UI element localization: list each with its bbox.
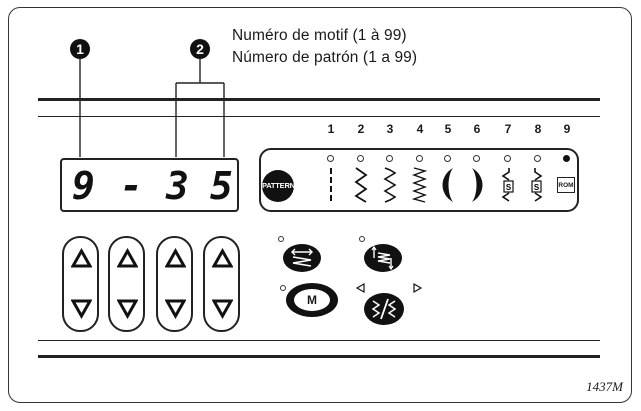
memory-button-label: M: [294, 289, 330, 311]
down-arrow-icon[interactable]: [212, 298, 233, 319]
memory-led: [280, 285, 286, 291]
multi-zigzag-icon: [411, 167, 428, 203]
pattern-led-2: [357, 155, 364, 162]
pattern-number-5: 5: [444, 122, 452, 136]
three-step-zigzag-icon: [383, 167, 397, 203]
bottom-thin-rule: [38, 340, 600, 341]
pattern-number-7: 7: [504, 122, 512, 136]
pattern-led-8: [534, 155, 541, 162]
pattern-led-1: [327, 155, 334, 162]
caption-french: Numéro de motif (1 à 99): [232, 27, 407, 44]
pattern-led-4: [416, 155, 423, 162]
pattern-led-5: [444, 155, 451, 162]
stretch-stitch-right-icon: S: [531, 168, 543, 202]
pattern-number-6: 6: [473, 122, 481, 136]
length-led: [359, 236, 365, 242]
display-digit-3: 5: [210, 164, 233, 208]
callout-1: 1: [70, 39, 90, 59]
figure-code: 1437M: [586, 379, 623, 394]
top-rule: [38, 98, 600, 101]
pattern-led-9: [563, 155, 570, 162]
stitch-width-button[interactable]: [283, 244, 321, 272]
diagram-frame: [8, 7, 632, 403]
display-separator: -: [120, 164, 143, 208]
pattern-number-3: 3: [386, 122, 394, 136]
digit-4-arrow-keys: [203, 236, 240, 332]
up-arrow-icon[interactable]: [212, 248, 233, 269]
pattern-number-9: 9: [563, 122, 571, 136]
mirror-button[interactable]: [364, 293, 404, 325]
stitch-length-button[interactable]: [364, 244, 402, 272]
pattern-number-2: 2: [357, 122, 365, 136]
down-arrow-icon[interactable]: [117, 298, 138, 319]
mirror-arrows-icon: [355, 282, 423, 294]
pattern-button[interactable]: PATTERN: [262, 170, 295, 202]
up-arrow-icon[interactable]: [71, 248, 92, 269]
zigzag-stitch-icon: [354, 167, 368, 203]
pattern-number-display: 9 - 3 5: [60, 158, 239, 212]
caption-spanish: Número de patrón (1 a 99): [232, 49, 418, 66]
straight-stitch-icon: [330, 168, 332, 202]
mirror-image-icon: [371, 298, 397, 320]
bottom-rule: [38, 355, 600, 358]
stitch-width-icon: [291, 248, 313, 267]
pattern-led-3: [386, 155, 393, 162]
pattern-select-panel: [259, 148, 579, 212]
right-crescent-stitch-icon: [472, 168, 483, 202]
down-arrow-icon[interactable]: [165, 298, 186, 319]
up-arrow-icon[interactable]: [117, 248, 138, 269]
stitch-length-icon: [371, 245, 394, 271]
up-arrow-icon[interactable]: [165, 248, 186, 269]
svg-text:S: S: [506, 183, 512, 192]
top-thin-rule: [38, 116, 600, 117]
display-digit-1: 9: [72, 164, 95, 208]
digit-1-arrow-keys: [62, 236, 99, 332]
svg-text:S: S: [534, 183, 540, 192]
digit-3-arrow-keys: [156, 236, 193, 332]
callout-2: 2: [190, 39, 210, 59]
pattern-led-6: [473, 155, 480, 162]
display-digit-2: 3: [166, 164, 189, 208]
pattern-led-7: [504, 155, 511, 162]
down-arrow-icon[interactable]: [71, 298, 92, 319]
pattern-number-8: 8: [534, 122, 542, 136]
rom-pattern-icon: ROM: [557, 177, 575, 193]
stretch-stitch-left-icon: S: [501, 168, 514, 202]
pattern-number-1: 1: [327, 122, 335, 136]
pattern-number-4: 4: [416, 122, 424, 136]
digit-2-arrow-keys: [108, 236, 145, 332]
width-led: [278, 236, 284, 242]
memory-button[interactable]: M: [286, 283, 338, 317]
left-crescent-stitch-icon: [442, 168, 453, 202]
